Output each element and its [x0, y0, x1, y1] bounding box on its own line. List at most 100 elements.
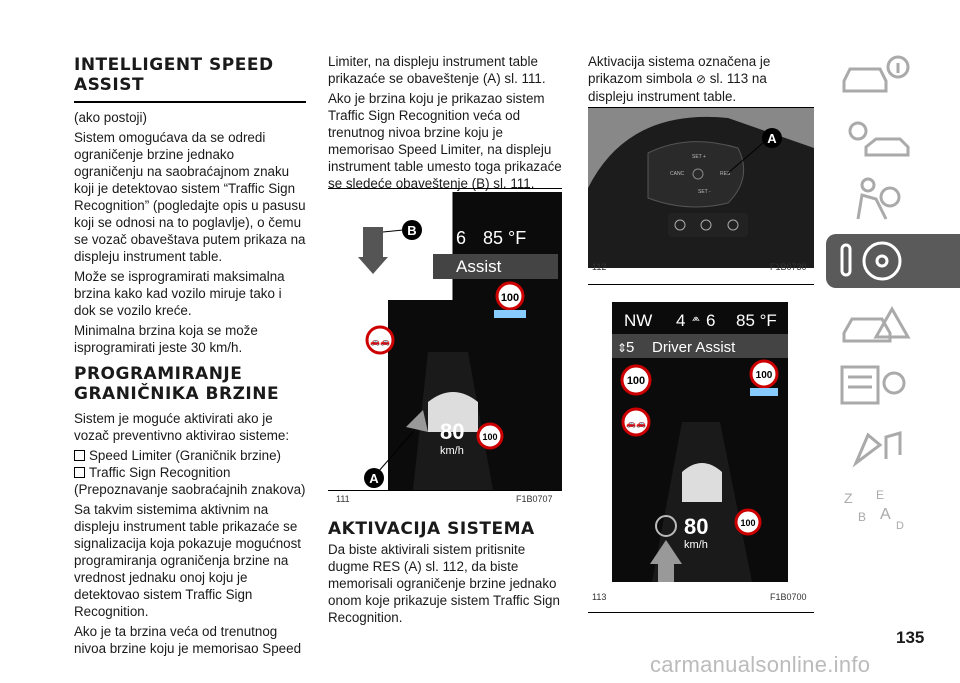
paragraph: Sistem je moguće aktivirati ako je vozač…	[74, 411, 290, 443]
figure-number: 112	[592, 262, 607, 272]
figure-bottom-rule	[328, 490, 562, 491]
temperature-value: 85 °F	[483, 228, 526, 248]
gear-value: 4	[676, 311, 685, 330]
svg-text:E: E	[876, 488, 884, 502]
list-item: Traffic Sign Recognition	[74, 464, 306, 481]
figure-number: 111	[336, 494, 350, 504]
lights-icon	[848, 121, 910, 157]
car-music-icon	[852, 431, 902, 468]
overtaking-sign-icon: 🚗🚗	[626, 419, 646, 428]
column-2: Limiter, na displeju instrument table pr…	[328, 53, 564, 195]
figure-113-illustration: NW 4 ⩕ 6 85 °F ⇕ 5 Driver Assist 100 100…	[612, 302, 788, 582]
alphabet-index-icon: Z E B A D	[844, 488, 904, 532]
compass-heading: NW	[624, 311, 652, 330]
paragraph: Sa takvim sistemima aktivnim na displeju…	[74, 502, 302, 619]
airbag-person-icon	[856, 177, 901, 220]
figure-bottom-rule	[588, 612, 814, 613]
paragraph: Aktivacija sistema označena je prikazom …	[588, 54, 771, 104]
mountain-icon: ⩕	[692, 313, 700, 324]
speed-unit: km/h	[440, 445, 464, 457]
temperature-value: 85 °F	[736, 311, 777, 330]
paragraph: Da biste aktivirali sistem pritisnite du…	[328, 542, 560, 625]
checkbox-bullet-icon	[74, 450, 85, 461]
svg-text:D: D	[896, 520, 904, 532]
lane-icon	[674, 219, 686, 231]
figure-rule	[328, 188, 562, 189]
chapter-sidebar: Z E B A D	[826, 48, 960, 544]
figure-code: F1B0700	[770, 592, 807, 602]
paragraph: Ako je brzina koju je prikazao sistem Tr…	[328, 91, 562, 191]
overtaking-sign-icon: 🚗🚗	[370, 337, 390, 346]
watermark: carmanualsonline.info	[650, 652, 871, 677]
current-speed: 80	[684, 514, 708, 539]
set-minus-button[interactable]: SET -	[698, 189, 711, 195]
checkbox-bullet-icon	[74, 467, 85, 478]
speed-sign: 100	[482, 432, 497, 442]
paragraph: Minimalna brzina koja se može isprogrami…	[74, 323, 258, 355]
paragraph: Može se isprogramirati maksimalna brzina…	[74, 269, 285, 318]
chapter-tab-index[interactable]: Z E B A D	[826, 482, 960, 536]
assist-scroll-icon: ⇕	[617, 341, 627, 355]
driver-assist-label: Driver Assist	[652, 339, 736, 356]
figure-112: SET + CANC RES SET - A	[588, 108, 814, 268]
section-title: INTELLIGENT SPEED ASSIST	[74, 55, 274, 95]
speed-unit: km/h	[684, 539, 708, 551]
speed-sign: 100	[740, 518, 755, 528]
callout-a: A	[369, 471, 379, 486]
figure-113: NW 4 ⩕ 6 85 °F ⇕ 5 Driver Assist 100 100…	[612, 302, 788, 582]
car-info-icon	[842, 55, 910, 93]
figure-112-illustration: SET + CANC RES SET - A	[588, 108, 814, 268]
subsection-title: AKTIVACIJA SISTEMA	[328, 519, 535, 539]
column-1: INTELLIGENT SPEED ASSIST (ako postoji) S…	[74, 55, 306, 660]
svg-text:Z: Z	[844, 490, 853, 506]
paragraph: Limiter, na displeju instrument table pr…	[328, 54, 546, 86]
figure-code: F1B0730	[770, 262, 807, 272]
page-number: 135	[896, 628, 925, 647]
chapter-tab-multimedia[interactable]	[826, 420, 960, 474]
figure-111-illustration: 6 85 °F Assist 100 🚗🚗 80 km/h 100 B A	[328, 192, 562, 490]
speed-limiter-symbol-icon: ⊘	[695, 72, 706, 86]
assist-label: Assist	[456, 257, 502, 276]
svg-text:B: B	[858, 510, 866, 524]
speed-sign: 100	[627, 375, 645, 387]
paragraph: Sistem omogućava da se odredi ograničenj…	[74, 130, 306, 264]
figure-rule	[588, 107, 814, 108]
callout-a: A	[767, 131, 777, 146]
paragraph: (ako postoji)	[74, 110, 147, 125]
chapter-tab-safety[interactable]	[826, 172, 960, 226]
chapter-tab-driving[interactable]	[826, 234, 960, 288]
gear-value: 6	[456, 228, 466, 248]
speed-limiter-symbol-icon	[655, 515, 677, 537]
chapter-tab-emergency[interactable]	[826, 296, 960, 350]
paragraph: Ako je ta brzina veća od trenutnog nivoa…	[74, 624, 302, 656]
chapter-tab-lights[interactable]	[826, 110, 960, 164]
gears-list-icon	[840, 365, 906, 405]
chapter-tab-maintenance[interactable]	[826, 358, 960, 412]
cruise-icon	[692, 168, 704, 180]
figure-111: 6 85 °F Assist 100 🚗🚗 80 km/h 100 B A	[328, 192, 562, 490]
steering-wheel-key-icon	[840, 241, 902, 281]
figure-code: F1B0707	[516, 494, 553, 504]
column-2-bottom: AKTIVACIJA SISTEMA Da biste aktivirali s…	[328, 519, 564, 629]
res-button[interactable]: RES	[720, 171, 731, 177]
speed-sign: 100	[756, 370, 773, 381]
subsection-title: PROGRAMIRANJE GRANIČNIKA BRZINE	[74, 364, 280, 404]
assist-number: 5	[626, 339, 634, 356]
set-plus-button[interactable]: SET +	[692, 154, 706, 160]
svg-text:A: A	[880, 506, 891, 523]
paragraph: (Prepoznavanje saobraćajnih znakova)	[74, 482, 306, 497]
speed-icon	[727, 219, 739, 231]
speed-sign: 100	[501, 292, 519, 304]
chapter-tab-car-info[interactable]	[826, 48, 960, 102]
figure-rule	[588, 284, 814, 285]
figure-number: 113	[592, 592, 607, 602]
car-crash-icon	[842, 305, 911, 343]
distance-icon	[700, 219, 712, 231]
title-rule	[74, 101, 306, 103]
callout-b: B	[407, 223, 416, 238]
list-item: Speed Limiter (Graničnik brzine)	[74, 447, 306, 464]
column-3: Aktivacija sistema označena je prikazom …	[588, 53, 814, 108]
canc-button[interactable]: CANC	[670, 171, 685, 177]
gear-value-2: 6	[706, 311, 715, 330]
current-speed: 80	[440, 419, 464, 444]
